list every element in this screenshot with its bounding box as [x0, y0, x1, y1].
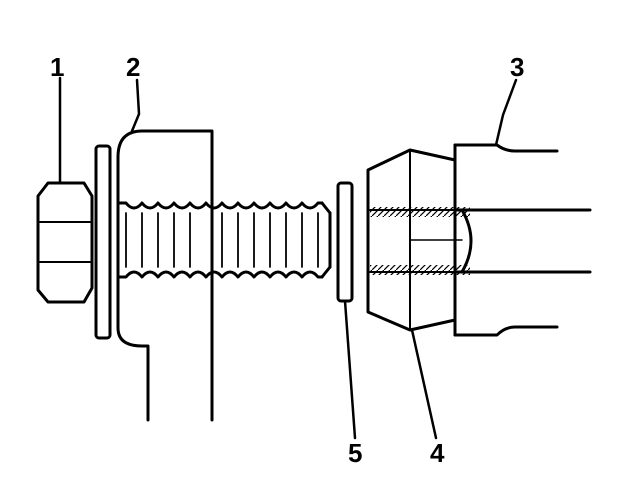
- bolt-flange: [94, 144, 112, 340]
- bolt-threaded-shank: [116, 201, 332, 279]
- leader-lines: [58, 76, 518, 440]
- mounting-bracket: [116, 129, 214, 422]
- callout-1: 1: [50, 52, 64, 82]
- callout-labels: 1 2 3 4 5: [50, 52, 524, 468]
- callout-3: 3: [510, 52, 524, 82]
- bolt-head: [36, 181, 94, 304]
- callout-2: 2: [126, 52, 140, 82]
- callout-4: 4: [430, 438, 445, 468]
- callout-5: 5: [348, 438, 362, 468]
- mounting-component: [453, 143, 592, 337]
- washer: [336, 181, 354, 303]
